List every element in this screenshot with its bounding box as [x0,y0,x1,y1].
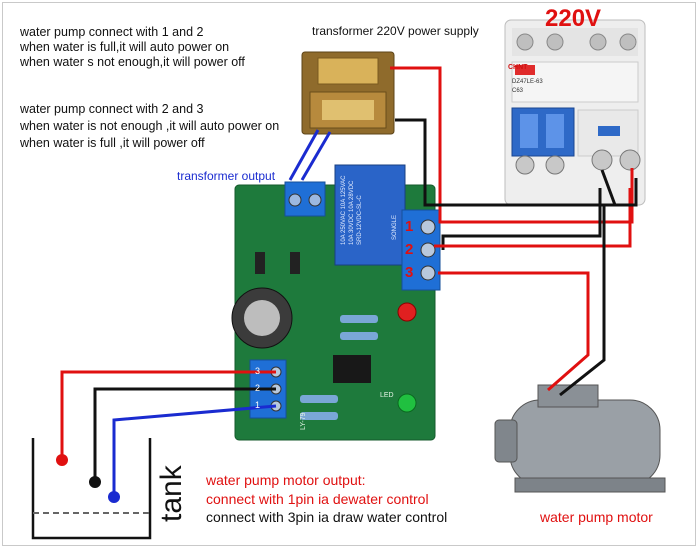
mode1-line-1: water pump connect with 1 and 2 [20,25,204,39]
relay-print: 10A 250VAC 10A 125VAC 10A 30VDC 10A 28VD… [340,176,364,246]
breaker-model: DZ47LE-63 [512,79,543,85]
mode1-line-2: when water is full,it will auto power on [20,40,230,54]
breaker-brand: CHNT [508,64,528,71]
transformer-supply-label: transformer 220V power supply [312,24,479,38]
pin-3-label: 3 [405,264,414,281]
probe-terminal-3: 3 [255,366,261,376]
transformer-output-label: transformer output [177,169,276,183]
pin-2-label: 2 [405,241,414,258]
relay-spec-1: 10A 250VAC 10A 125VAC [341,175,347,246]
water-pump-motor-label: water pump motor [540,509,653,525]
circuit-breaker [504,19,646,206]
breaker-rating: C63 [512,88,524,94]
mode2-line-1: water pump connect with 2 and 3 [20,102,204,116]
mode2-note: water pump connect with 2 and 3 when wat… [20,101,279,152]
motor-output-line-2: connect with 3pin ia draw water control [206,509,448,525]
tank-label: tank [155,465,188,522]
relay-spec-2: 10A 30VDC 10A 28VDC [349,180,355,245]
transformer [301,51,395,135]
water-pump-motor [494,384,666,493]
probe-terminal-2: 2 [255,383,261,393]
tank [31,438,152,540]
pin-1-label: 1 [405,218,414,235]
relay-brand: SONGLE [392,214,398,240]
board-code: LY-79 [300,412,307,430]
control-board [231,164,441,441]
mode2-line-3: when water is full ,it will power off [20,136,205,150]
mode2-line-2: when water is not enough ,it will auto p… [20,119,280,133]
mode1-note: water pump connect with 1 and 2 when wat… [20,25,245,70]
relay-model: SRD-12VDC-SL-C [357,195,363,245]
motor-output-title: water pump motor output: [206,472,366,488]
breaker-voltage-label: 220V [545,5,602,32]
wires [56,66,638,503]
board-led-label: LED [380,392,394,399]
mode1-line-3: when water s not enough,it will power of… [20,55,245,69]
probe-terminal-1: 1 [255,400,261,410]
motor-output-line-1: connect with 1pin ia dewater control [206,491,429,507]
